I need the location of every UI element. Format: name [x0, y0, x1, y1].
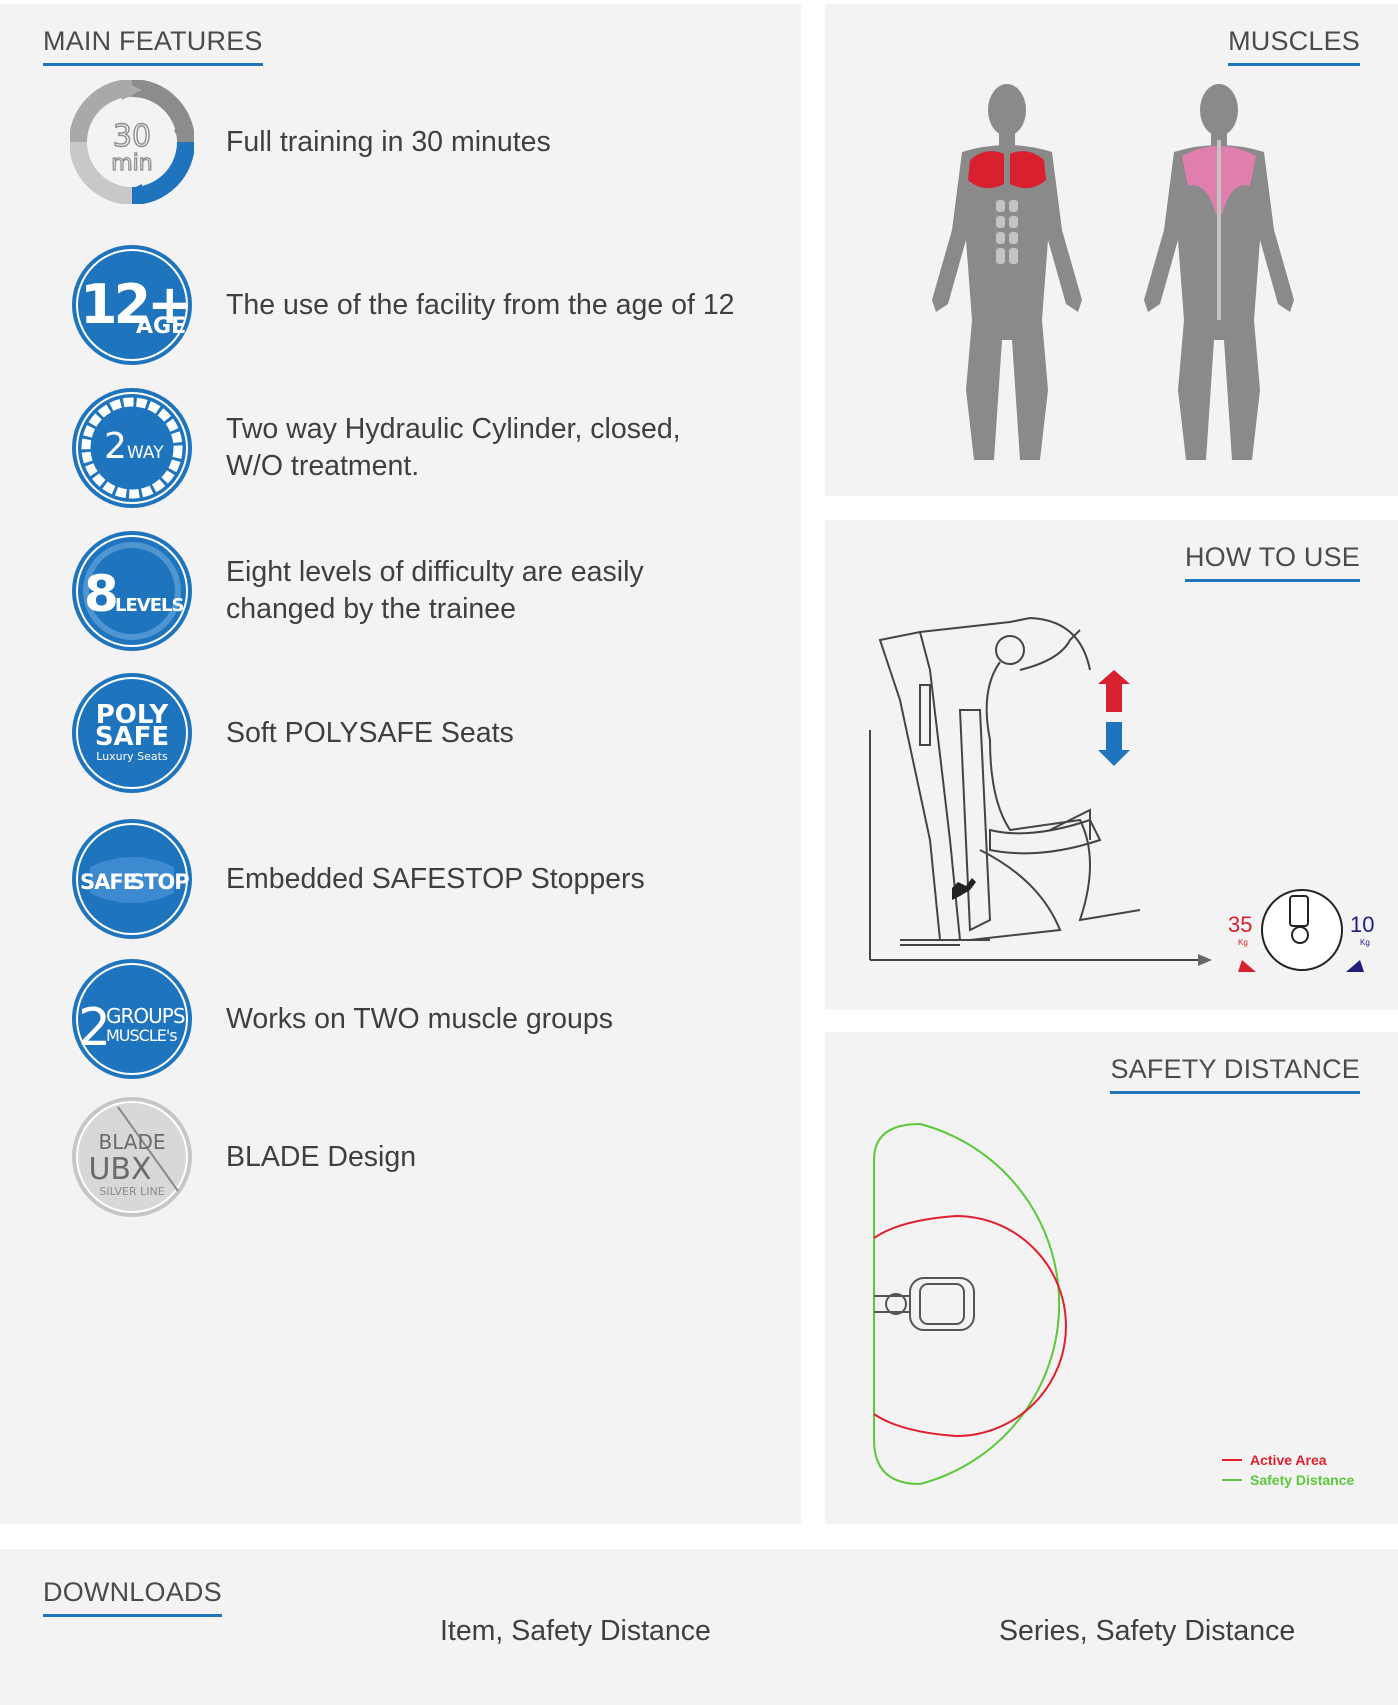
feature-label: Embedded SAFESTOP Stoppers — [226, 862, 645, 895]
weight-knob-dial-icon — [1238, 889, 1364, 972]
badge-text-secondary: AGE — [136, 314, 186, 339]
active-area — [873, 1214, 1067, 1438]
feature-item: 30 min Full training in 30 minutes — [60, 80, 800, 210]
badge-text-secondary: STOP — [130, 870, 189, 894]
safety-distance-diagram: Active Area Safety Distance — [873, 1122, 1354, 1488]
muscles-panel — [825, 4, 1398, 496]
back-body-figure — [1144, 84, 1294, 460]
badge-text-tertiary: MUSCLE's — [106, 1026, 177, 1045]
weight-min-unit: Kg — [1360, 938, 1370, 947]
safety-distance-area — [873, 1122, 1061, 1486]
up-down-arrow-icon — [1098, 670, 1130, 766]
badge-text-secondary: GROUPS — [106, 1004, 185, 1028]
feature-item: SAFE STOP Embedded SAFESTOP Stoppers — [60, 817, 800, 947]
feature-label: Eight levels of difficulty are easily ch… — [226, 556, 644, 625]
download-series-safety-distance-link[interactable]: Series, Safety Distance — [999, 1615, 1296, 1647]
machine-outline — [869, 616, 1198, 961]
weight-max-unit: Kg — [1238, 938, 1248, 947]
badge-text-primary: POLY — [96, 700, 170, 730]
muscles-title: MUSCLES — [1228, 26, 1360, 66]
badge-text-secondary: WAY — [127, 443, 164, 463]
badge-text-primary: 2 — [104, 426, 127, 467]
front-highlight-chest — [1010, 151, 1046, 189]
feature-label: The use of the facility from the age of … — [226, 288, 735, 321]
blade-ubx-icon: BLADE UBX SILVER LINE — [70, 1095, 194, 1219]
arrow-right-icon — [1198, 954, 1212, 966]
badge-text-primary: 30 — [113, 119, 151, 154]
safety-distance-title: SAFETY DISTANCE — [1110, 1054, 1360, 1094]
downloads-title: DOWNLOADS — [43, 1577, 222, 1617]
weight-max-label: 35 — [1228, 912, 1252, 937]
downloads-panel — [0, 1549, 1398, 1705]
legend-label-active: Active Area — [1250, 1452, 1327, 1468]
machine-top-view-icon — [874, 1277, 975, 1331]
badge-text-secondary: UBX — [88, 1152, 151, 1187]
2-way-hydraulic-icon: 2 WAY — [70, 386, 194, 510]
main-features-title: MAIN FEATURES — [43, 26, 263, 66]
badge-text-primary: SAFE — [80, 870, 136, 894]
feature-item: POLY SAFE Luxury Seats Soft POLYSAFE Sea… — [60, 671, 800, 801]
weight-min-label: 10 — [1350, 912, 1374, 937]
feature-item: 12+ AGE The use of the facility from the… — [60, 243, 800, 373]
feature-item: BLADE UBX SILVER LINE BLADE Design — [60, 1095, 800, 1225]
runner-logo-icon — [952, 878, 976, 900]
badge-text-primary: 12+ — [80, 273, 188, 336]
how-to-use-title: HOW TO USE — [1184, 542, 1361, 582]
muscle-body-diagram — [932, 84, 1294, 460]
front-highlight-chest — [968, 151, 1004, 189]
badge-text-secondary: min — [111, 151, 153, 176]
feature-label: Two way Hydraulic Cylinder, closed, W/O … — [226, 413, 681, 482]
feature-item: 8 LEVELS Eight levels of difficulty are … — [60, 529, 800, 659]
30-min-cycle-icon: 30 min — [70, 80, 194, 204]
badge-text-tertiary: SILVER LINE — [99, 1185, 164, 1198]
front-body-figure — [932, 84, 1082, 460]
badge-text-primary: 8 — [84, 565, 119, 623]
feature-label: Soft POLYSAFE Seats — [226, 716, 514, 749]
2-muscle-groups-icon: 2 GROUPS MUSCLE's — [70, 957, 194, 1081]
feature-item: 2 GROUPS MUSCLE's Works on TWO muscle gr… — [60, 957, 800, 1087]
badge-text-primary: 2 — [78, 998, 111, 1058]
feature-label: BLADE Design — [226, 1140, 417, 1173]
12-plus-age-icon: 12+ AGE — [70, 243, 194, 367]
badge-text-primary: BLADE — [98, 1130, 165, 1154]
badge-text-secondary: LEVELS — [115, 595, 183, 616]
feature-item: 2 WAY Two way Hydraulic Cylinder, closed… — [60, 386, 800, 516]
download-item-safety-distance-link[interactable]: Item, Safety Distance — [440, 1615, 711, 1647]
8-levels-icon: 8 LEVELS — [70, 529, 194, 653]
safestop-icon: SAFE STOP — [70, 817, 194, 941]
badge-text-secondary: SAFE — [95, 722, 169, 752]
feature-label: Full training in 30 minutes — [226, 125, 551, 158]
feature-label: Works on TWO muscle groups — [226, 1002, 613, 1035]
how-to-use-diagram: 35 Kg 10 Kg — [869, 616, 1374, 972]
polysafe-seat-icon: POLY SAFE Luxury Seats — [70, 671, 194, 795]
legend-label-safety: Safety Distance — [1250, 1472, 1354, 1488]
badge-text-tertiary: Luxury Seats — [96, 750, 168, 763]
